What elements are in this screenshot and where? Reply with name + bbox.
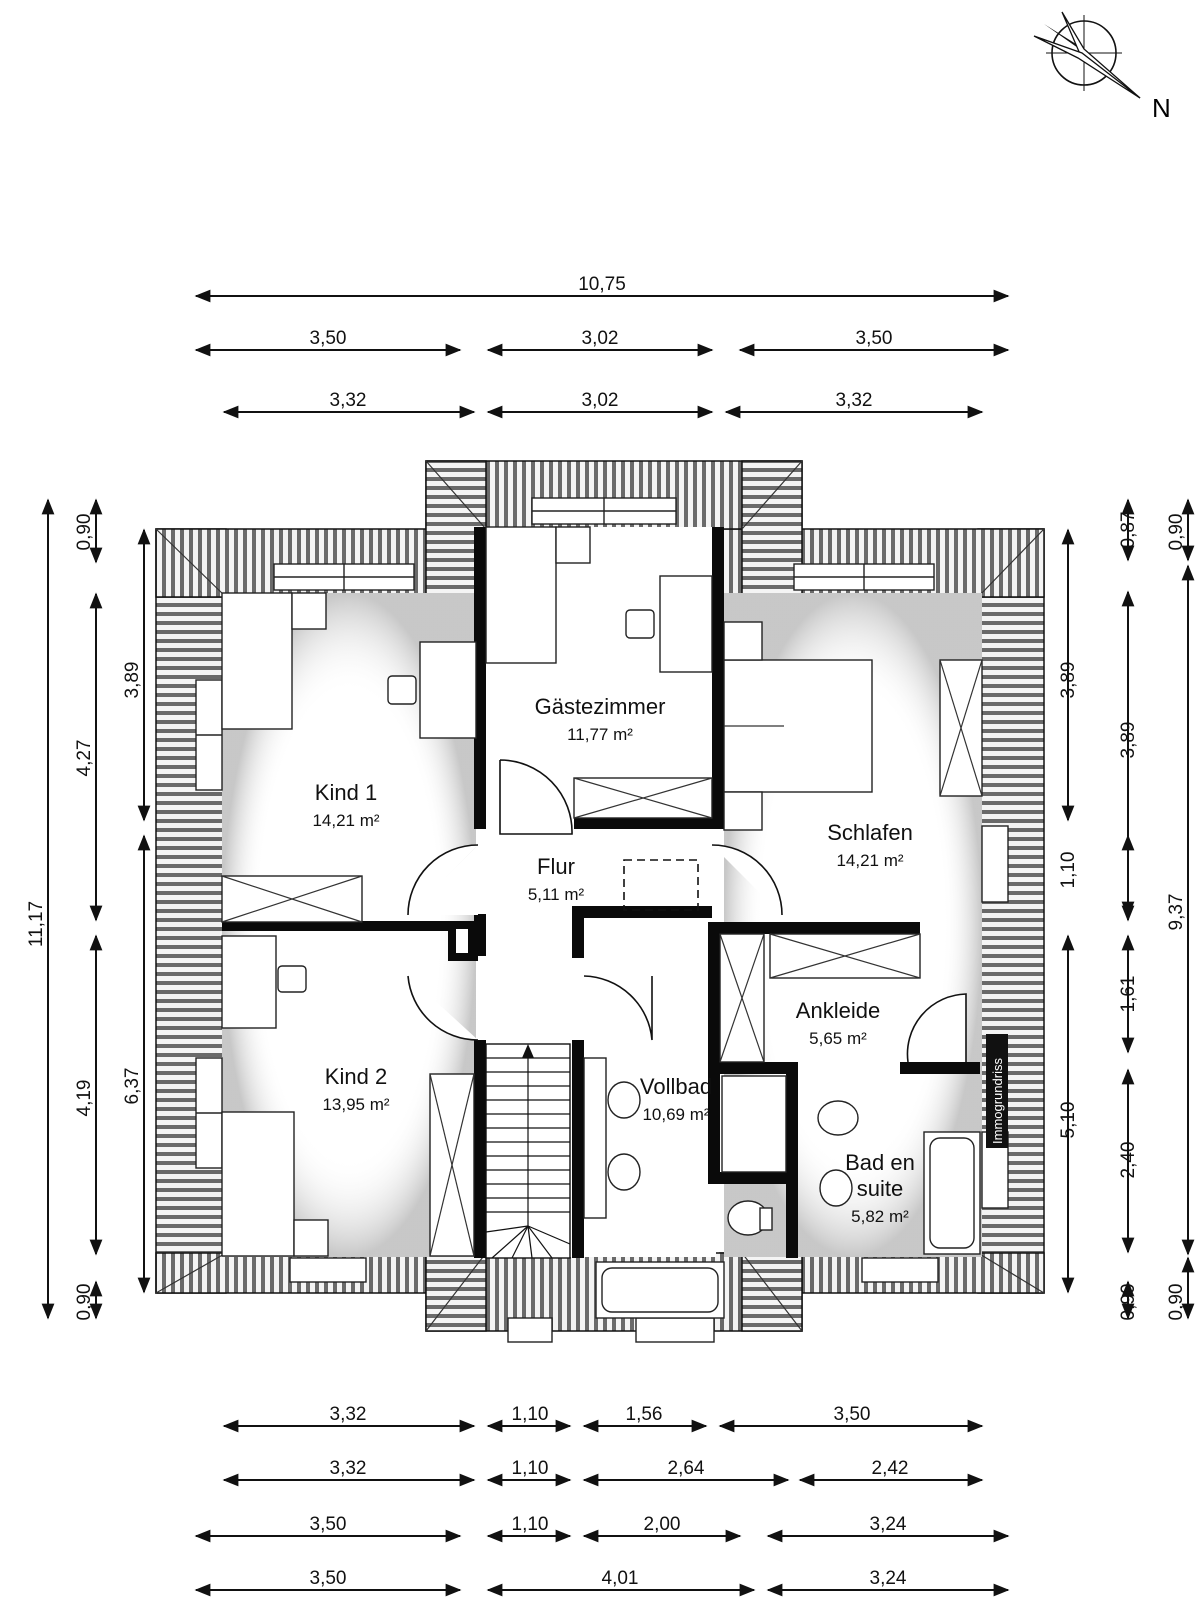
dim-bot-1-0: 3,32 xyxy=(330,1404,367,1425)
dim-top-3-1: 3,02 xyxy=(582,390,619,411)
dim-right-mid-5: 0,90 xyxy=(1118,1284,1139,1321)
room-area-bad-en-suite: 5,82 m² xyxy=(851,1207,909,1226)
dim-right-in-0: 3,89 xyxy=(1058,662,1079,699)
room-name-bad-en-suite-2: suite xyxy=(857,1176,903,1201)
room-area-schlafen: 14,21 m² xyxy=(836,851,903,870)
dim-top-2-1: 3,02 xyxy=(582,328,619,349)
dim-left-mid-0: 0,90 xyxy=(74,514,95,551)
furniture xyxy=(221,526,983,1319)
room-name-flur: Flur xyxy=(537,854,575,879)
room-area-kind2: 13,95 m² xyxy=(322,1095,389,1114)
dim-bot-2-3: 2,42 xyxy=(872,1458,909,1479)
roof-overhang xyxy=(155,460,1045,1332)
dimensions: 10,75 3,50 3,02 3,50 3,32 3,02 3,32 3,32… xyxy=(26,274,1195,1597)
dim-bot-1-3: 3,50 xyxy=(834,1404,871,1425)
room-area-ankleide: 5,65 m² xyxy=(809,1029,867,1048)
compass-north-label: N xyxy=(1152,93,1171,123)
door-arcs xyxy=(407,759,967,1063)
room-name-ankleide: Ankleide xyxy=(796,998,880,1023)
dim-right-mid-4: 2,40 xyxy=(1118,1142,1139,1179)
dim-left-mid-2: 4,19 xyxy=(74,1080,95,1117)
dim-right-in-1: 5,10 xyxy=(1058,1102,1079,1139)
dim-right-out-1: 9,37 xyxy=(1166,894,1187,931)
dim-top-3-0: 3,32 xyxy=(330,390,367,411)
dim-right-out-0: 0,90 xyxy=(1166,514,1187,551)
dim-top-2-2: 3,50 xyxy=(856,328,893,349)
room-name-vollbad: Vollbad xyxy=(640,1074,712,1099)
dim-bot-1-2: 1,56 xyxy=(626,1404,663,1425)
dim-top-1-0: 10,75 xyxy=(578,274,626,295)
dim-left-mid-1: 4,27 xyxy=(74,740,95,777)
dim-right-mid-1: 3,89 xyxy=(1118,722,1139,759)
dim-bot-3-0: 3,50 xyxy=(310,1514,347,1535)
dim-right-mid-3: 1,61 xyxy=(1118,976,1139,1013)
watermark-label: Immogrundriss xyxy=(986,1034,1008,1148)
dim-left-in-0: 3,89 xyxy=(122,662,143,699)
dim-top-2-0: 3,50 xyxy=(310,328,347,349)
dim-bot-3-3: 3,24 xyxy=(870,1514,907,1535)
dim-bot-1-1: 1,10 xyxy=(512,1404,549,1425)
dim-bot-3-2: 2,00 xyxy=(644,1514,681,1535)
dim-bot-4-2: 3,24 xyxy=(870,1568,907,1589)
attic-hatch xyxy=(623,859,699,911)
dim-bot-3-1: 1,10 xyxy=(512,1514,549,1535)
dim-bot-2-0: 3,32 xyxy=(330,1458,367,1479)
room-area-vollbad: 10,69 m² xyxy=(642,1105,709,1124)
dim-right-out-2: 0,90 xyxy=(1166,1284,1187,1321)
room-name-kind1: Kind 1 xyxy=(315,780,377,805)
staircase xyxy=(485,1043,571,1259)
compass-icon xyxy=(1033,11,1141,99)
room-area-flur: 5,11 m² xyxy=(528,885,585,904)
dim-right-mid-2: 1,10 xyxy=(1058,852,1079,889)
dim-left-outer-0: 11,17 xyxy=(26,901,47,947)
dim-bot-4-0: 3,50 xyxy=(310,1568,347,1589)
room-name-schlafen: Schlafen xyxy=(827,820,913,845)
dim-right-mid-0: 0,87 xyxy=(1118,512,1139,549)
room-name-gaestezimmer: Gästezimmer xyxy=(535,694,666,719)
dim-top-3-2: 3,32 xyxy=(836,390,873,411)
svg-text:Immogrundriss: Immogrundriss xyxy=(990,1058,1005,1144)
room-area-kind1: 14,21 m² xyxy=(312,811,379,830)
dim-bot-2-1: 1,10 xyxy=(512,1458,549,1479)
dim-bot-4-1: 4,01 xyxy=(602,1568,639,1589)
dim-left-in-1: 6,37 xyxy=(122,1068,143,1105)
room-area-gaestezimmer: 11,77 m² xyxy=(567,725,633,744)
room-name-kind2: Kind 2 xyxy=(325,1064,387,1089)
dim-bot-2-2: 2,64 xyxy=(668,1458,705,1479)
walls xyxy=(222,527,980,1258)
dim-left-mid-3: 0,90 xyxy=(74,1284,95,1321)
room-labels: Gästezimmer 11,77 m² Kind 1 14,21 m² Flu… xyxy=(312,694,914,1226)
room-name-bad-en-suite-1: Bad en xyxy=(845,1150,915,1175)
